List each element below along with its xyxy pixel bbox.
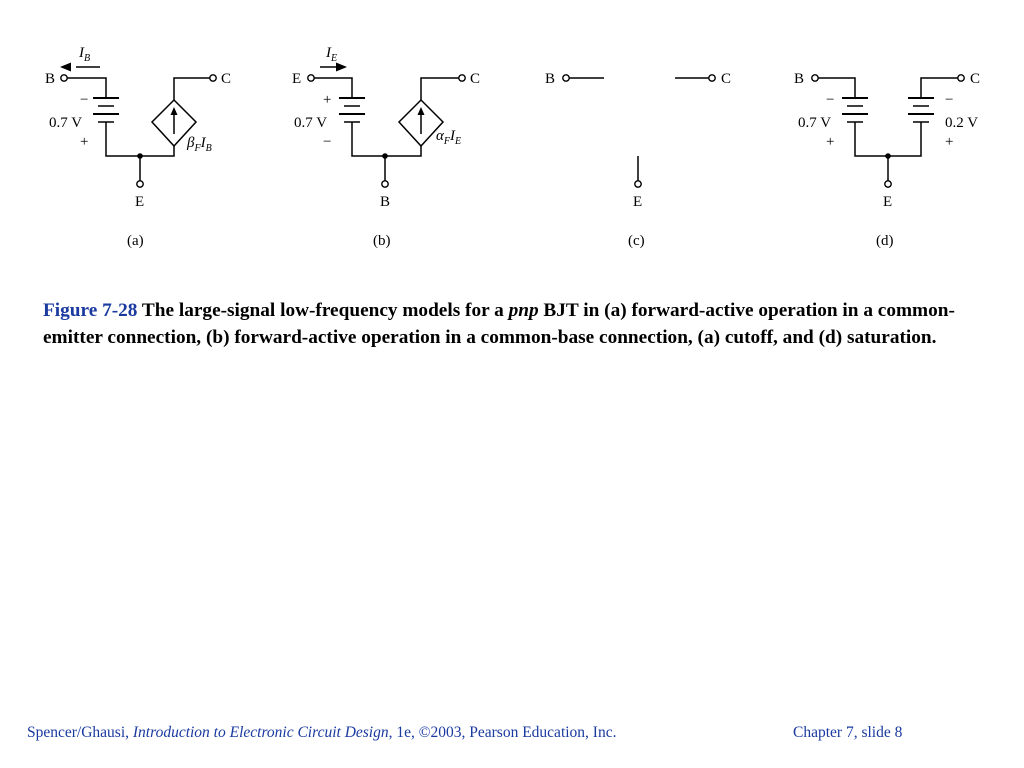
current-label-ib: IB [78, 45, 90, 64]
terminal-b [562, 74, 570, 82]
current-label-ie: IE [325, 45, 337, 64]
battery-top-sign: − [80, 92, 88, 108]
terminal-c [957, 74, 965, 82]
battery-left-voltage-label: 0.7 V [798, 115, 831, 131]
wire-b [67, 77, 107, 98]
terminal-e [634, 180, 642, 188]
battery-left-top-sign: − [826, 92, 834, 108]
panel-label-c: (c) [628, 233, 645, 249]
caption-text-2: BJT in (a) forward-active operation in a… [43, 300, 955, 348]
terminal-e [136, 180, 144, 188]
battery-top-sign: + [323, 92, 331, 108]
terminal-e [884, 180, 892, 188]
panel-label-d: (d) [876, 233, 894, 249]
source-label: βFIB [186, 135, 212, 154]
terminal-b-label: B [545, 71, 555, 87]
terminal-c [708, 74, 716, 82]
battery-bottom-sign: − [323, 134, 331, 150]
terminal-b-label: B [794, 71, 804, 87]
terminal-b [381, 180, 389, 188]
terminal-b-label: B [45, 71, 55, 87]
battery-bottom-sign: + [80, 134, 88, 150]
wire-bottom-d [854, 122, 922, 157]
terminal-c [209, 74, 217, 82]
footer-edition: , 1e, ©2003, Pearson Education, Inc. [388, 724, 617, 741]
wire-c [420, 77, 459, 100]
terminal-b-label: B [380, 194, 390, 210]
terminal-c-label: C [721, 71, 731, 87]
footer-slide-number: Chapter 7, slide 8 [793, 724, 903, 741]
terminal-e-label: E [633, 194, 642, 210]
battery-right-top-sign: − [945, 92, 953, 108]
panel-d: B − 0.7 V + C − 0.2 V + E (d) [794, 71, 980, 249]
figure-caption: Figure 7-28 The large-signal low-frequen… [43, 297, 993, 351]
panel-b: IE E + 0.7 V − C αFIE B (b) [292, 45, 480, 249]
panel-label-a: (a) [127, 233, 144, 249]
source-label: αFIE [436, 128, 461, 147]
figure-number: Figure 7-28 [43, 300, 138, 321]
footer-book-title: Introduction to Electronic Circuit Desig… [132, 724, 389, 741]
terminal-e-label: E [292, 71, 301, 87]
wire-e [314, 77, 353, 98]
wire-c [920, 77, 958, 98]
wire-b [818, 77, 856, 98]
footer-citation: Spencer/Ghausi, Introduction to Electron… [27, 724, 616, 742]
current-arrow-head [60, 62, 71, 72]
footer-authors: Spencer/Ghausi, [27, 724, 133, 741]
terminal-e [307, 74, 315, 82]
terminal-c-label: C [970, 71, 980, 87]
terminal-c-label: C [470, 71, 480, 87]
wire-c [173, 77, 210, 100]
caption-text-italic: pnp [508, 300, 539, 321]
terminal-b [811, 74, 819, 82]
panel-c: B C E (c) [545, 71, 731, 249]
battery-voltage-label: 0.7 V [49, 115, 82, 131]
terminal-c [458, 74, 466, 82]
terminal-b [60, 74, 68, 82]
caption-text-1: The large-signal low-frequency models fo… [137, 300, 509, 321]
battery-voltage-label: 0.7 V [294, 115, 327, 131]
battery-right-bottom-sign: + [945, 134, 953, 150]
battery-right-voltage-label: 0.2 V [945, 115, 978, 131]
battery-left-bottom-sign: + [826, 134, 834, 150]
current-arrow-head [336, 62, 347, 72]
terminal-e-label: E [883, 194, 892, 210]
panel-a: IB B − 0.7 V + C βFIB E (a) [45, 45, 231, 249]
panel-label-b: (b) [373, 233, 391, 249]
terminal-c-label: C [221, 71, 231, 87]
terminal-e-label: E [135, 194, 144, 210]
